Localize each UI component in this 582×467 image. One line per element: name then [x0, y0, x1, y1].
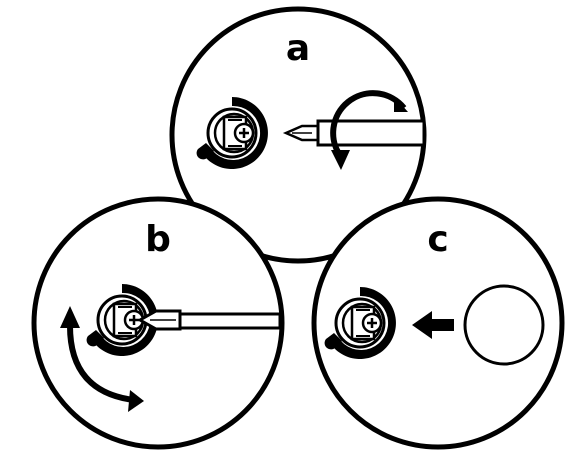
panel-b-label: b — [145, 219, 171, 260]
panel-c: c — [311, 196, 565, 450]
panel-b: b — [31, 196, 285, 450]
panel-a-label: a — [286, 28, 310, 69]
cover-cap-icon — [463, 284, 545, 366]
panel-c-label: c — [427, 219, 448, 260]
screwdriver-icon — [136, 309, 282, 331]
arrow-left-icon — [412, 311, 454, 339]
rotate-arrow-icon — [60, 306, 144, 412]
panel-a: a — [169, 6, 427, 264]
rotate-arrow-icon — [330, 90, 408, 170]
